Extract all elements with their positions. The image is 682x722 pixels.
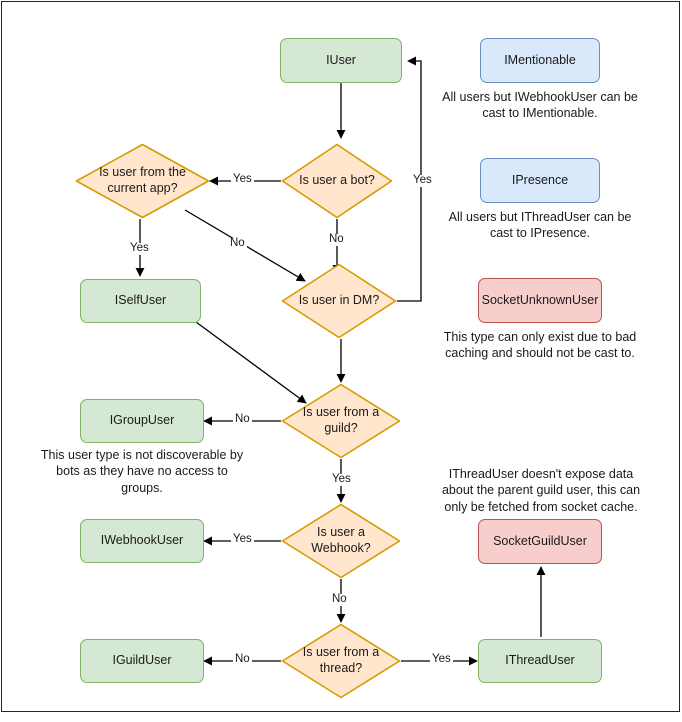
diamond-shape [75,143,210,219]
node-iwebhookuser-label: IWebhookUser [100,533,184,548]
node-socketunknownuser[interactable]: SocketUnknownUser [478,278,602,323]
node-imentionable[interactable]: IMentionable [480,38,600,83]
edge-label-currentapp-yes: Yes [128,242,151,255]
edge-label-bot-no: No [327,233,346,246]
diamond-shape [281,383,401,459]
node-socketunknownuser-label: SocketUnknownUser [481,292,599,307]
node-imentionable-label: IMentionable [504,52,576,67]
node-is-user-a-bot-label: Is user a bot? [299,173,375,188]
node-is-user-a-webhook[interactable]: Is user a Webhook? [281,503,401,579]
node-iguilduser[interactable]: IGuildUser [80,639,204,683]
node-igroupuser[interactable]: IGroupUser [80,399,204,443]
node-igroupuser-label: IGroupUser [109,413,175,428]
edge-label-webhook-no: No [330,593,349,606]
node-ipresence[interactable]: IPresence [480,158,600,203]
edge-label-webhook-yes: Yes [231,533,254,546]
diamond-shape [281,143,393,219]
edge-label-thread-no: No [233,653,252,666]
node-is-user-from-guild[interactable]: Is user from a guild? [281,383,401,459]
edge-label-currentapp-no: No [228,237,247,250]
diamond-shape [281,623,401,699]
node-is-user-in-dm[interactable]: Is user in DM? [281,263,397,339]
edge-label-thread-yes: Yes [430,653,453,666]
node-iguilduser-label: IGuildUser [112,653,172,668]
node-ipresence-label: IPresence [511,172,569,187]
edge-label-guild-yes: Yes [330,473,353,486]
node-iselfuser[interactable]: ISelfUser [80,279,201,323]
node-ithreaduser-label: IThreadUser [505,653,575,668]
node-is-user-from-thread-label: Is user from a thread? [302,645,380,675]
edge-label-guild-no: No [233,413,252,426]
node-is-user-in-dm-label: Is user in DM? [298,293,380,308]
node-is-user-from-current-app[interactable]: Is user from the current app? [75,143,210,219]
node-is-user-from-current-app-label: Is user from the current app? [99,165,186,195]
node-is-user-from-guild-label: Is user from a guild? [302,405,380,435]
node-ithreaduser[interactable]: IThreadUser [478,639,602,683]
node-iselfuser-label: ISelfUser [114,293,167,308]
edge-label-dm-yes: Yes [411,174,434,187]
note-socketguilduser: IThreadUser doesn't expose data about th… [441,467,641,514]
diamond-shape [281,503,401,579]
note-igroupuser: This user type is not discoverable by bo… [40,448,244,495]
node-is-user-a-bot[interactable]: Is user a bot? [281,143,393,219]
note-socketunknownuser: This type can only exist due to bad cach… [443,330,637,361]
note-imentionable: All users but IWebhookUser can be cast t… [442,90,638,121]
node-iuser[interactable]: IUser [280,38,402,83]
diamond-shape [281,263,397,339]
note-ipresence: All users but IThreadUser can be cast to… [448,210,632,241]
edge-label-bot-yes: Yes [231,173,254,186]
node-socketguilduser-label: SocketGuildUser [493,533,587,548]
node-socketguilduser[interactable]: SocketGuildUser [478,519,602,564]
node-is-user-from-thread[interactable]: Is user from a thread? [281,623,401,699]
node-iwebhookuser[interactable]: IWebhookUser [80,519,204,563]
node-iuser-label: IUser [326,52,356,67]
node-is-user-a-webhook-label: Is user a Webhook? [311,525,371,555]
